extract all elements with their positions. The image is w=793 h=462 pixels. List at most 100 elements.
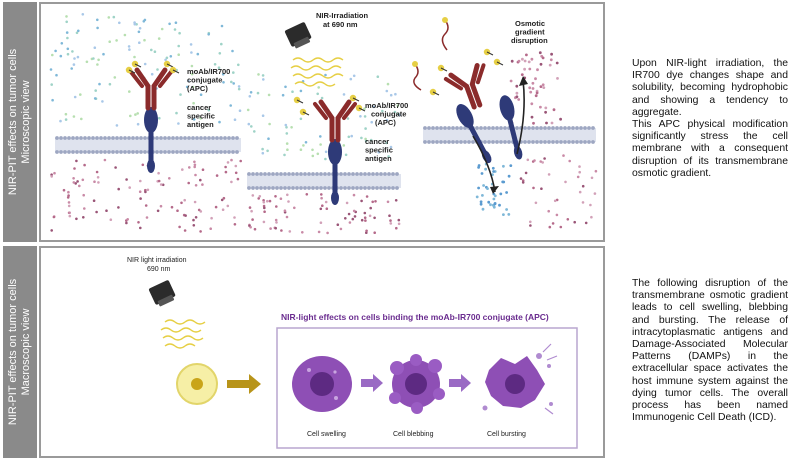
lipid-head [235,136,239,140]
lipid-head [559,140,563,144]
molecule-dot [190,64,194,68]
molecule-dot [499,192,503,196]
lipid-head [463,126,467,130]
molecule-dot [261,151,265,155]
molecule-dot [105,209,108,212]
molecule-dot [519,177,523,180]
molecule-dot [530,115,534,119]
macroscopic-diagram: NIR light irradiation 690 nm NIR-light e… [127,257,578,449]
lipid-head [547,126,551,130]
molecule-dot [564,180,567,184]
molecule-dot [489,203,492,207]
molecule-dot [299,148,303,151]
molecule-dot [479,200,483,204]
lipid-head [459,126,463,130]
molecule-dot [530,57,534,61]
molecule-dot [183,198,186,202]
lipid-head [291,172,295,176]
molecule-dot [226,204,230,208]
molecule-dot [183,229,187,232]
lipid-head [539,126,543,130]
molecule-dot [521,57,524,61]
molecule-dot [545,121,548,125]
molecule-dot [192,224,196,227]
molecule-dot [517,98,521,101]
molecule-dot [72,177,75,180]
molecule-dot [54,49,57,53]
lipid-head [383,172,387,176]
lipid-head [555,126,559,130]
molecule-dot [547,209,550,213]
molecule-dot [533,159,536,162]
molecule-dot [578,190,582,194]
molecule-dot [249,91,253,94]
lipid-head [451,126,455,130]
molecule-dot [97,181,100,184]
lipid-head [279,172,283,176]
molecule-dot [125,221,128,225]
lipid-head [175,136,179,140]
lipid-head [539,140,543,144]
molecule-dot [157,171,160,175]
molecule-dot [521,179,525,182]
stage3-complex [429,48,527,167]
molecule-dot [123,33,127,37]
molecule-dot [75,159,78,163]
lipid-head [307,186,311,190]
molecule-dot [261,114,265,117]
molecule-dot [251,218,254,221]
molecule-dot [287,200,290,203]
lipid-head [315,172,319,176]
lipid-head [371,172,375,176]
molecule-dot [267,93,271,97]
molecule-dot [193,200,197,204]
molecule-dot [133,55,136,59]
lipid-head [491,126,495,130]
lipid-head [171,136,175,140]
molecule-dot [539,62,543,66]
molecule-dot [92,199,96,202]
lipid-head [339,186,343,190]
lipid-head [131,136,135,140]
lipid-head [259,186,263,190]
molecule-dot [145,216,149,219]
molecule-dot [342,93,346,96]
molecule-dot [288,230,292,233]
molecule-dot [144,190,147,194]
molecule-dot [541,56,545,60]
molecule-dot [251,194,255,197]
molecule-dot [117,187,120,191]
molecule-dot [108,82,112,86]
stage3-released-fragments [413,19,449,91]
molecule-dot [302,144,305,147]
lipid-head [547,140,551,144]
lipid-head [443,140,447,144]
lipid-head [123,150,127,154]
lipid-head [275,186,279,190]
molecule-dot [92,57,95,60]
lipid-head [79,136,83,140]
lipid-head [259,172,263,176]
nir-lamp-icon [284,21,312,49]
lipid-head [207,150,211,154]
molecule-dot [268,199,272,203]
molecule-dot [510,59,514,63]
molecule-dot [552,108,556,112]
molecule-dot [368,214,372,218]
membrane-band [247,174,401,188]
lipid-head [179,136,183,140]
lipid-head [359,186,363,190]
lipid-head [371,186,375,190]
molecule-dot [59,119,62,123]
nir-light-waves [290,57,344,87]
molecule-dot [539,160,542,163]
molecule-dot [350,134,354,138]
molecule-dot [397,218,401,222]
lipid-head [427,140,431,144]
lipid-head [535,126,539,130]
molecule-dot [64,112,68,116]
molecule-dot [139,226,142,230]
molecule-dot [62,188,66,192]
lipid-head [199,136,203,140]
lipid-head [175,150,179,154]
